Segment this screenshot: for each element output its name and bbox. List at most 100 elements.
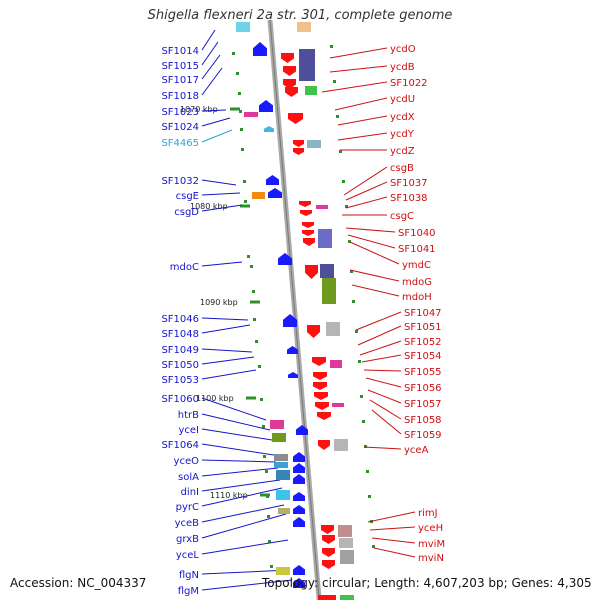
right-tick-17 — [372, 545, 375, 548]
gene-domain-block — [278, 508, 290, 514]
right-gene-label: ymdC — [402, 260, 431, 271]
right-gene-leader — [363, 369, 402, 372]
left-gene-leader — [201, 397, 267, 421]
left-gene-label: SF1050 — [161, 360, 199, 371]
right-gene-leader — [371, 537, 416, 544]
left-tick-14 — [260, 398, 263, 401]
right-gene-label: csgB — [390, 163, 414, 174]
right-gene-label: rimJ — [418, 508, 438, 519]
left-gene-leader — [201, 129, 233, 143]
left-gene-label: flgN — [179, 570, 199, 581]
left-gene-leader — [201, 204, 243, 212]
right-gene-label: SF1055 — [404, 367, 442, 378]
forward-gene-arrow — [296, 425, 308, 435]
gene-domain-block — [270, 420, 284, 429]
right-gene-label: mdoG — [402, 277, 432, 288]
right-gene-leader — [361, 354, 402, 363]
kbp-marker-label: 1100 kbp — [196, 394, 234, 403]
gene-domain-block — [276, 567, 290, 575]
left-gene-leader — [201, 67, 223, 96]
left-gene-leader — [201, 569, 291, 575]
right-gene-label: SF1040 — [398, 228, 436, 239]
right-gene-label: mdoH — [402, 292, 432, 303]
reverse-gene-arrow — [322, 548, 335, 557]
forward-gene-arrow — [266, 175, 279, 185]
left-tick-3 — [239, 110, 242, 113]
forward-gene-arrow — [293, 474, 305, 484]
left-gene-leader — [201, 579, 293, 591]
left-tick-7 — [244, 200, 247, 203]
gene-domain-block — [274, 462, 288, 468]
left-gene-label: SF1053 — [161, 375, 199, 386]
left-tick-1 — [236, 72, 239, 75]
right-gene-leader — [363, 446, 402, 450]
accession-label: Accession: NC_004337 — [10, 576, 147, 590]
right-tick-9 — [355, 330, 358, 333]
forward-gene-arrow — [288, 372, 298, 378]
right-gene-label: SF1057 — [404, 399, 442, 410]
right-gene-label: SF1058 — [404, 415, 442, 426]
right-tick-4 — [342, 180, 345, 183]
gene-domain-block — [305, 86, 317, 95]
reverse-gene-arrow — [293, 140, 304, 147]
forward-gene-arrow — [293, 565, 305, 575]
right-gene-leader — [359, 340, 402, 356]
right-gene-leader — [365, 377, 402, 388]
right-gene-leader — [345, 227, 396, 233]
gene-domain-block — [274, 454, 288, 461]
left-gene-leader — [201, 413, 271, 431]
left-tick-20 — [268, 540, 271, 543]
left-gene-leader — [201, 348, 253, 353]
right-gene-label: mviM — [418, 539, 445, 550]
left-gene-label: SF1060 — [161, 394, 199, 405]
left-gene-label: SF1048 — [161, 329, 199, 340]
reverse-gene-arrow — [303, 238, 315, 246]
right-gene-leader — [321, 81, 388, 93]
gene-domain-block — [340, 595, 354, 603]
left-gene-label: SF1046 — [161, 314, 199, 325]
feature-block — [297, 22, 311, 32]
left-gene-leader — [201, 513, 287, 539]
right-gene-label: yceA — [404, 445, 429, 456]
left-gene-label: flgM — [178, 586, 199, 597]
right-gene-label: SF1037 — [390, 178, 428, 189]
reverse-gene-arrow — [313, 372, 327, 380]
left-tick-17 — [265, 470, 268, 473]
right-gene-leader — [345, 181, 388, 201]
right-gene-label: SF1038 — [390, 193, 428, 204]
left-tick-16 — [263, 455, 266, 458]
reverse-gene-arrow — [317, 412, 331, 420]
reverse-gene-arrow — [312, 357, 326, 366]
gene-domain-block — [326, 322, 340, 336]
right-tick-2 — [336, 115, 339, 118]
left-gene-leader — [201, 179, 237, 186]
left-gene-leader — [201, 109, 227, 112]
gene-domain-block — [340, 550, 354, 564]
right-tick-13 — [364, 445, 367, 448]
right-gene-label: mviN — [418, 553, 444, 564]
reverse-gene-arrow — [314, 392, 328, 400]
left-gene-label: SF1018 — [161, 91, 199, 102]
right-gene-label: SF1052 — [404, 337, 442, 348]
kbp-marker-label: 1110 kbp — [210, 491, 248, 500]
reverse-gene-arrow — [300, 210, 312, 216]
gene-domain-block — [272, 433, 286, 442]
right-gene-label: ycdX — [390, 112, 415, 123]
right-gene-leader — [355, 311, 402, 331]
left-tick-4 — [240, 128, 243, 131]
left-gene-label: mdoC — [170, 262, 199, 273]
right-tick-5 — [345, 205, 348, 208]
left-gene-label: yceO — [174, 456, 200, 467]
reverse-gene-arrow — [299, 201, 311, 207]
left-tick-12 — [255, 340, 258, 343]
left-gene-label: csgD — [174, 207, 199, 218]
forward-gene-arrow-sf4465 — [264, 126, 274, 132]
left-gene-label: SF1064 — [161, 440, 199, 451]
right-gene-label: SF1047 — [404, 308, 442, 319]
left-tick-0 — [232, 52, 235, 55]
right-tick-14 — [366, 470, 369, 473]
right-gene-leader — [357, 325, 402, 346]
left-tick-11 — [253, 318, 256, 321]
forward-gene-arrow — [293, 517, 305, 527]
right-gene-label: ycdY — [390, 129, 415, 140]
